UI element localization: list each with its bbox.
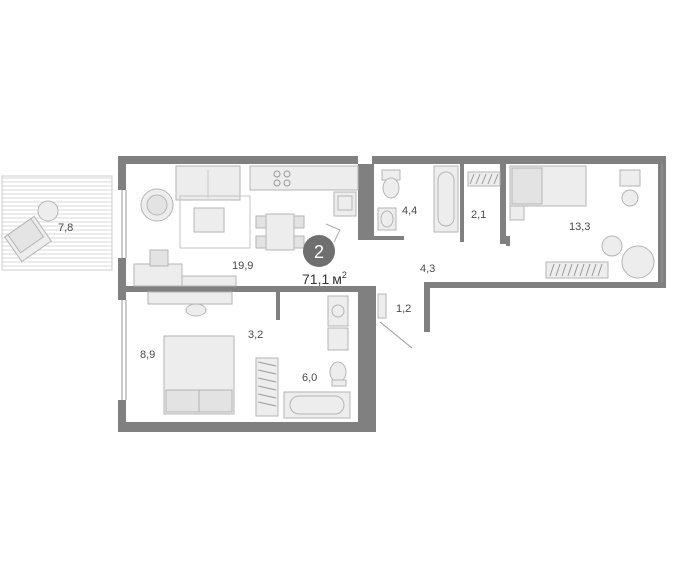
desk-chair-icon (619, 169, 641, 207)
kitchen-counter-icon (249, 165, 359, 217)
total-area-value: 71,1 (302, 271, 329, 287)
toilet-icon (329, 361, 347, 387)
wardrobe-rack-icon (545, 261, 609, 279)
wardrobe-rack-icon (467, 171, 501, 187)
balcony-table-icon (37, 200, 59, 222)
rooms-count-badge: 2 (303, 235, 335, 267)
door-swing-icon (325, 223, 341, 243)
sofa-icon (175, 165, 241, 201)
balcony-chair-icon (3, 215, 53, 263)
entrance-door-icon (377, 293, 413, 349)
desk-icon (147, 291, 233, 317)
wardrobe-rack-icon (255, 357, 279, 417)
room-area-corridor: 3,2 (248, 329, 263, 341)
armchair-icon (140, 188, 174, 222)
room-area-bedroom-2: 8,9 (140, 349, 155, 361)
sink-icon (377, 207, 397, 231)
bathtub-icon (283, 391, 351, 419)
windows (121, 164, 663, 400)
rooms-count: 2 (314, 242, 324, 262)
room-area-bathroom-2: 6,0 (302, 372, 317, 384)
washing-machine-icon (327, 295, 349, 351)
room-area-vestibule: 1,2 (396, 303, 411, 315)
toilet-icon (381, 169, 401, 199)
room-area-bedroom-1: 13,3 (569, 221, 590, 233)
dining-table-icon (255, 213, 305, 251)
bathtub-icon (433, 165, 459, 233)
room-area-wardrobe: 2,1 (471, 209, 486, 221)
desk-icon (133, 249, 237, 287)
total-area-unit-power: 2 (342, 270, 347, 280)
bed-icon (163, 335, 235, 415)
bed-icon (509, 165, 587, 221)
armchair-icon (601, 235, 655, 279)
room-area-living-kitchen: 19,9 (232, 260, 253, 272)
room-area-balcony: 7,8 (58, 222, 73, 234)
total-area-unit: м (332, 271, 342, 287)
room-area-bathroom-1: 4,4 (402, 205, 417, 217)
rug-icon (179, 195, 251, 249)
room-area-hallway: 4,3 (420, 263, 435, 275)
